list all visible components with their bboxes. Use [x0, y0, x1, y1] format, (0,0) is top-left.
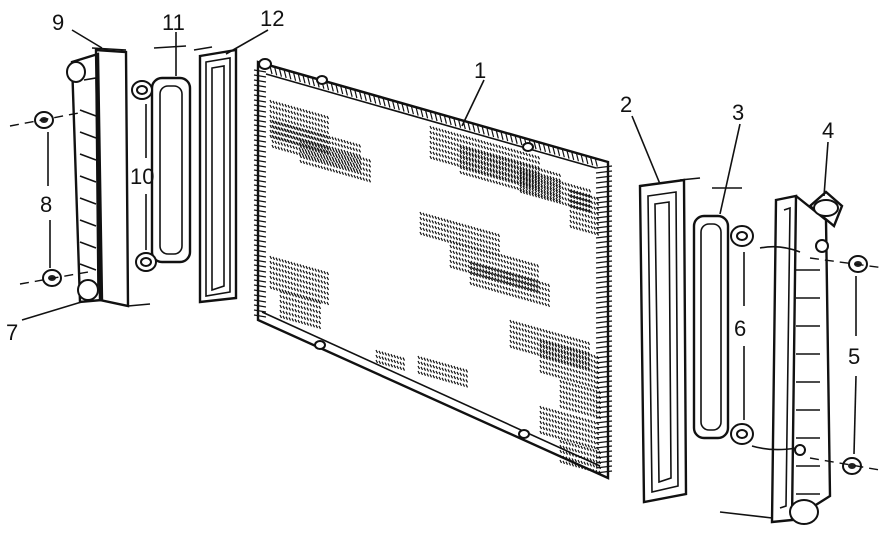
- core-boss-top-left: [258, 58, 272, 70]
- callout-9: 9: [52, 10, 64, 35]
- core-boss-top: [316, 75, 328, 85]
- callout-6: 6: [734, 316, 746, 341]
- seal-right: [638, 177, 701, 504]
- core-hatching: [269, 99, 602, 475]
- callout-10: 10: [130, 164, 154, 189]
- callout-12: 12: [260, 6, 284, 31]
- callout-2: 2: [620, 92, 632, 117]
- left-tank-lower-nozzle: [77, 279, 99, 301]
- callout-11: 11: [162, 10, 185, 35]
- core-boss-bottom: [314, 340, 326, 350]
- callout-7: 7: [6, 320, 18, 345]
- radiator-core: [253, 58, 613, 480]
- right-tank-outlet: [789, 499, 819, 525]
- gasket-left: [193, 46, 238, 304]
- left-tank-ribs: [79, 109, 97, 293]
- core-boss-top-right: [522, 142, 534, 152]
- seal-left: [150, 45, 192, 264]
- right-tank: [719, 190, 844, 525]
- core-left-fins: [253, 69, 267, 318]
- nut-lower-right: [842, 457, 862, 475]
- right-tank-ribs: [796, 269, 820, 495]
- grommet-upper-left: [131, 80, 153, 100]
- left-tank-upper-nozzle: [66, 61, 86, 83]
- grommet-lower-right: [730, 423, 754, 445]
- callout-1: 1: [474, 58, 486, 83]
- callout-8: 8: [40, 192, 52, 217]
- grommet-upper-right: [730, 225, 754, 247]
- callout-4: 4: [822, 118, 834, 143]
- core-boss-bottom-right: [518, 429, 530, 439]
- right-tank-filler-neck: [808, 190, 844, 228]
- core-right-fins: [595, 165, 613, 474]
- callout-5: 5: [848, 344, 860, 369]
- right-tank-upper-port: [815, 239, 829, 253]
- callout-3: 3: [732, 100, 744, 125]
- right-tank-lower-port: [794, 444, 806, 456]
- grommet-lower-left: [135, 252, 157, 272]
- leader-lines: [21, 29, 829, 321]
- gasket-right: [692, 187, 742, 440]
- core-top-fins: [269, 65, 598, 167]
